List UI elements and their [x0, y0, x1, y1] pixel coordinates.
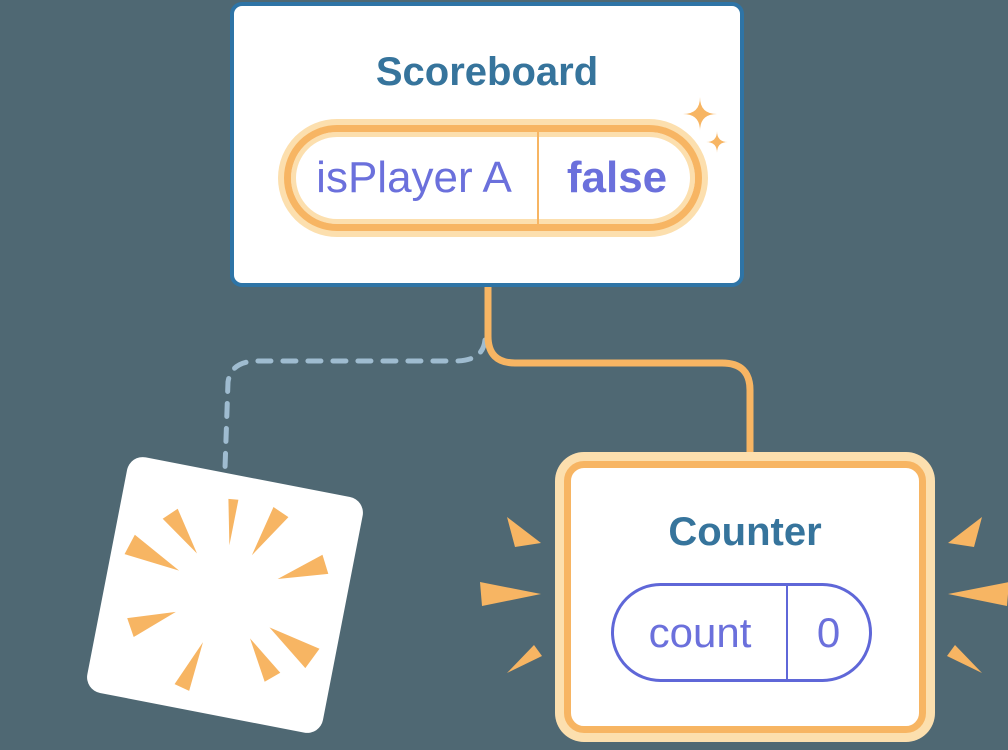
pill-divider: [537, 132, 539, 224]
destroyed-card: [84, 454, 366, 736]
state-name: isPlayer A: [316, 153, 512, 202]
emphasis-burst-right-icon: [947, 517, 1008, 673]
scoreboard-card: Scoreboard isPlayer A false: [230, 2, 744, 287]
emphasis-burst-left-icon: [480, 517, 542, 673]
pill-divider: [786, 586, 788, 679]
scoreboard-title: Scoreboard: [375, 50, 599, 94]
connector-solid-line: [484, 279, 754, 462]
counter-card: Counter count 0: [564, 461, 926, 733]
connector-dashed-line: [222, 337, 488, 471]
counter-title: Counter: [668, 510, 822, 554]
counter-state-pill: count 0: [611, 583, 872, 682]
scoreboard-state-pill: isPlayer A false: [284, 125, 702, 231]
state-value: 0: [816, 608, 841, 656]
state-name: count: [648, 608, 752, 656]
sparkle-stars-icon: [683, 97, 728, 153]
state-value: false: [566, 153, 668, 202]
poof-burst-icon: [124, 498, 329, 691]
